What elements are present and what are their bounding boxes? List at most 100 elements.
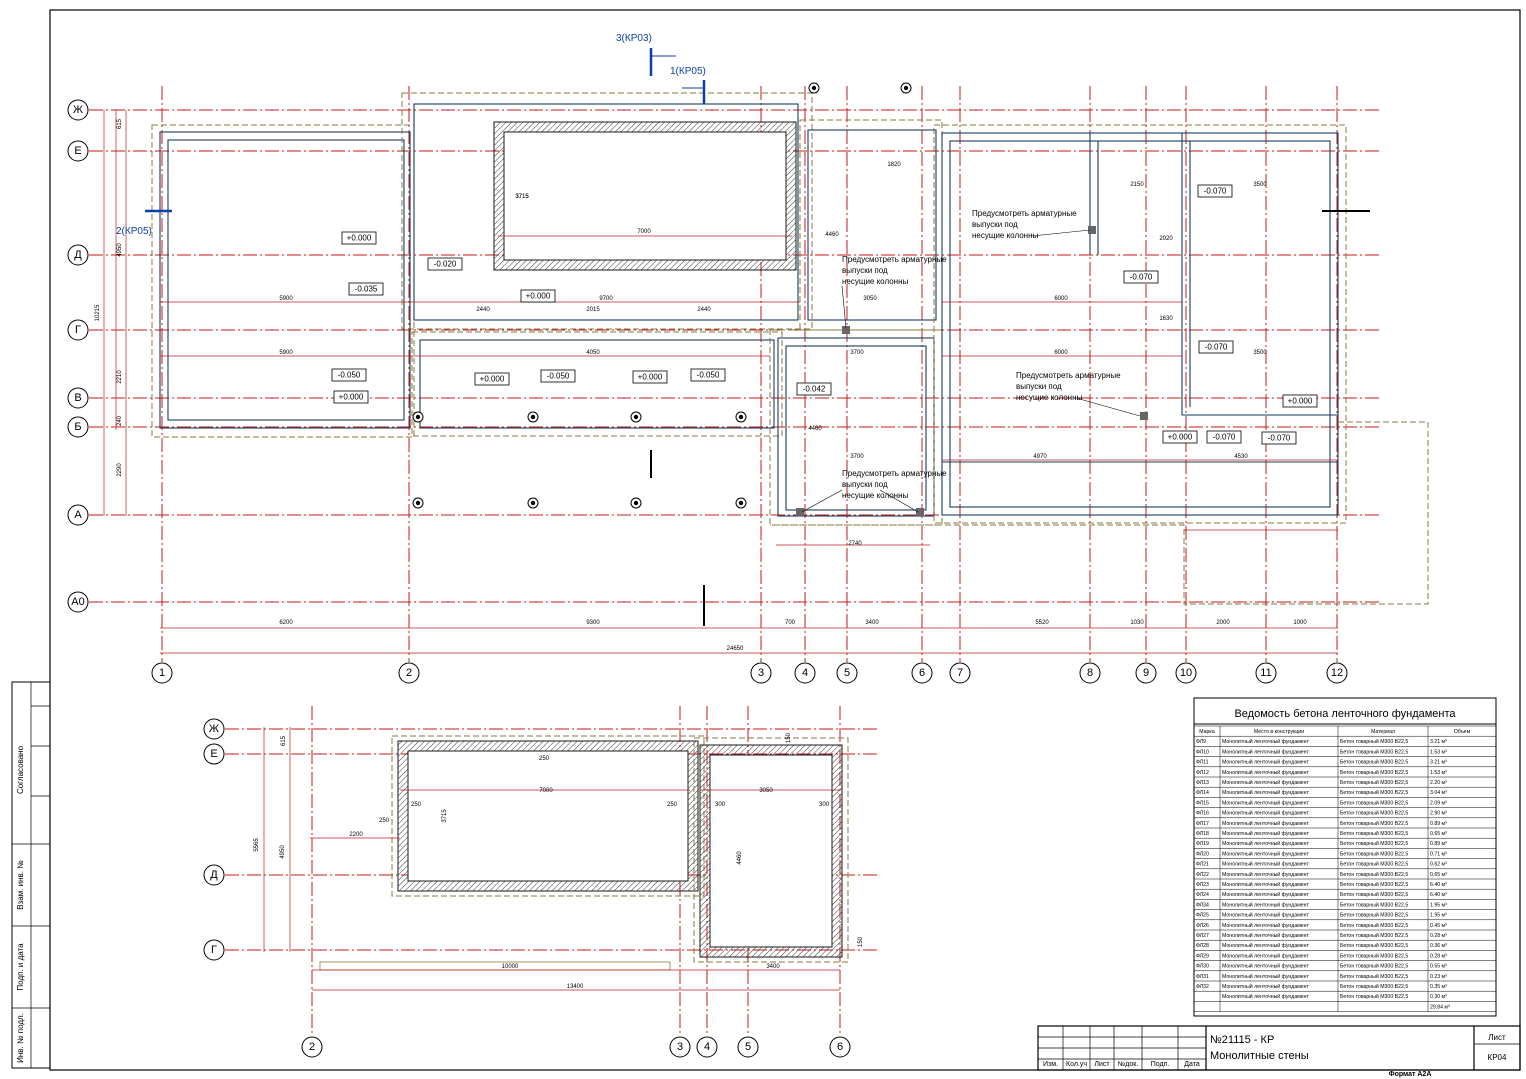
concrete-schedule-table: Ведомость бетона ленточного фундамента М… bbox=[1193, 697, 1497, 1017]
level-marks: +0.000-0.020-0.035+0.000-0.050+0.000-0.0… bbox=[331, 184, 1318, 445]
col-axis-bubble bbox=[696, 1036, 718, 1058]
row-axis-label: А0 bbox=[71, 596, 84, 608]
schedule-cell: Бетон товарный М300 В22,5 bbox=[1340, 922, 1408, 929]
side-label-agreed: Согласовано bbox=[16, 745, 25, 794]
col-axis-label: 11 bbox=[1260, 667, 1271, 679]
schedule-cell: Монолитный ленточный фундамент bbox=[1222, 840, 1310, 847]
col-axis-bubble bbox=[836, 662, 858, 684]
col-axis-bubble bbox=[669, 1036, 691, 1058]
schedule-cell: 6.40 м³ bbox=[1430, 892, 1447, 898]
dimension-text: 6000 bbox=[1054, 296, 1068, 302]
dimension-text: 1000 bbox=[1293, 620, 1307, 626]
format-label: Формат А2А bbox=[1389, 1071, 1432, 1078]
level-mark: -0.070 bbox=[1130, 273, 1153, 282]
row-axis-bubble bbox=[67, 99, 89, 121]
schedule-title: Ведомость бетона ленточного фундамента bbox=[1234, 708, 1456, 720]
col-axis-bubble bbox=[1079, 662, 1101, 684]
schedule-cell: 0.65 м³ bbox=[1430, 872, 1447, 878]
schedule-cell: ФЛ34 bbox=[1196, 902, 1209, 908]
dimension-text: 2020 bbox=[1159, 236, 1173, 242]
schedule-cell: 0.65 м³ bbox=[1430, 831, 1447, 837]
schedule-cell: 0.23 м³ bbox=[1430, 974, 1447, 980]
row-axis-label: Д bbox=[74, 249, 82, 261]
level-mark: -0.070 bbox=[1268, 434, 1291, 443]
pile-center bbox=[633, 500, 639, 506]
dimension-text: 4970 bbox=[1033, 454, 1047, 460]
dimension-text: 7000 bbox=[539, 788, 553, 794]
dimension-text: 3500 bbox=[1253, 182, 1267, 188]
dimension-text: 4050 bbox=[586, 350, 600, 356]
schedule-cell: Бетон товарный М300 В22,5 bbox=[1340, 830, 1408, 837]
col-axis-label: 6 bbox=[919, 667, 925, 679]
dimension-text: 3715 bbox=[442, 809, 448, 823]
row-axis-label: Г bbox=[211, 944, 217, 956]
schedule-cell: 0.36 м³ bbox=[1430, 943, 1447, 949]
schedule-cell: Монолитный ленточный фундамент bbox=[1222, 983, 1310, 990]
schedule-cell: 0.71 м³ bbox=[1430, 851, 1447, 857]
schedule-header-cell: Объем bbox=[1454, 729, 1471, 735]
level-mark: +0.000 bbox=[347, 234, 372, 243]
row-axis-bubble bbox=[203, 743, 225, 765]
dimension-text: 4950 bbox=[280, 845, 286, 859]
level-mark: -0.070 bbox=[1204, 187, 1227, 196]
col-axis-bubble bbox=[151, 662, 173, 684]
row-axis-bubble bbox=[67, 504, 89, 526]
dimension-text: 3050 bbox=[759, 788, 773, 794]
schedule-cell: Бетон товарный М300 В22,5 bbox=[1340, 901, 1408, 908]
dimension-text: 300 bbox=[819, 802, 830, 808]
section-mark-3: 3(КР03) bbox=[616, 33, 652, 44]
schedule-cell: Монолитный ленточный фундамент bbox=[1222, 993, 1310, 1000]
schedule-cell: ФЛ16 bbox=[1196, 811, 1209, 817]
schedule-cell: Монолитный ленточный фундамент bbox=[1222, 901, 1310, 908]
bottom-plan-dimension-lines bbox=[263, 727, 840, 991]
schedule-header-cell: Материал bbox=[1371, 729, 1395, 735]
dimension-text: 9300 bbox=[586, 620, 600, 626]
level-box bbox=[474, 372, 510, 386]
schedule-cell: Бетон товарный М300 В22,5 bbox=[1340, 810, 1408, 817]
col-axis-label: 8 bbox=[1087, 667, 1093, 679]
dimension-text: 615 bbox=[117, 118, 123, 129]
pile-center bbox=[530, 500, 536, 506]
level-box bbox=[331, 368, 367, 382]
schedule-cell: Монолитный ленточный фундамент bbox=[1222, 799, 1310, 806]
col-axis-bubble bbox=[794, 662, 816, 684]
row-axis-bubble bbox=[203, 939, 225, 961]
col-axis-bubble bbox=[949, 662, 971, 684]
schedule-cell: ФЛ26 bbox=[1196, 923, 1209, 929]
schedule-cell: ФЛ25 bbox=[1196, 913, 1209, 919]
row-axis-label: Е bbox=[210, 748, 217, 760]
schedule-cell: 0.62 м³ bbox=[1430, 862, 1447, 868]
schedule-cell: Бетон товарный М300 В22,5 bbox=[1340, 738, 1408, 745]
schedule-cell: Бетон товарный М300 В22,5 bbox=[1340, 993, 1408, 1000]
schedule-cell: 0.89 м³ bbox=[1430, 841, 1447, 847]
schedule-cell: Бетон товарный М300 В22,5 bbox=[1340, 891, 1408, 898]
schedule-cell: ФЛ14 bbox=[1196, 790, 1209, 796]
schedule-cell: Бетон товарный М300 В22,5 bbox=[1340, 840, 1408, 847]
schedule-cell: Бетон товарный М300 В22,5 bbox=[1340, 932, 1408, 939]
dimension-text: 2000 bbox=[1216, 620, 1230, 626]
col-axis-label: 12 bbox=[1331, 667, 1343, 679]
schedule-cell: Бетон товарный М300 В22,5 bbox=[1340, 912, 1408, 919]
dimension-text: 615 bbox=[281, 735, 287, 746]
level-mark: +0.000 bbox=[526, 292, 551, 301]
row-axis-bubble bbox=[67, 387, 89, 409]
schedule-cell: Монолитный ленточный фундамент bbox=[1222, 779, 1310, 786]
dimension-text: 5565 bbox=[254, 838, 260, 852]
dimension-text: 250 bbox=[379, 818, 390, 824]
row-axis-bubble bbox=[67, 244, 89, 266]
schedule-cell: Монолитный ленточный фундамент bbox=[1222, 973, 1310, 980]
col-axis-bubble bbox=[1326, 662, 1348, 684]
row-axis-bubble bbox=[203, 864, 225, 886]
dimension-text: 6200 bbox=[279, 620, 293, 626]
schedule-cell: ФЛ30 bbox=[1196, 964, 1209, 970]
dimension-text: 3400 bbox=[766, 964, 780, 970]
schedule-cell: Бетон товарный М300 В22,5 bbox=[1340, 850, 1408, 857]
schedule-cell: ФЛ10 bbox=[1196, 749, 1209, 755]
level-mark: -0.050 bbox=[338, 371, 361, 380]
col-axis-label: 5 bbox=[745, 1041, 751, 1053]
schedule-cell: Бетон товарный М300 В22,5 bbox=[1340, 871, 1408, 878]
